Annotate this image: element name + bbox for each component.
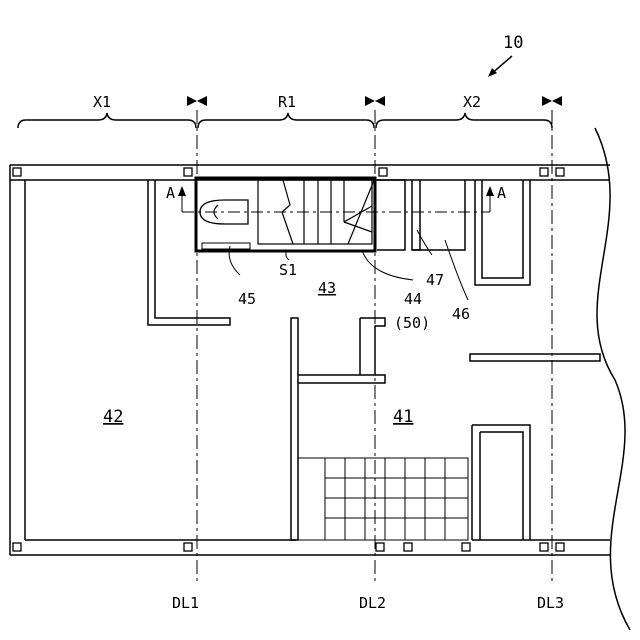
section-label-left: A — [166, 184, 175, 202]
callout-43: 43 — [318, 279, 336, 297]
callout-46: 46 — [452, 305, 470, 323]
zone-label-x1: X1 — [93, 93, 111, 111]
datum-label-dl2: DL2 — [359, 594, 386, 612]
figure-ref-arrow — [488, 56, 512, 77]
datum-marker-dl1 — [187, 96, 207, 106]
callout-44: 44 — [404, 290, 422, 308]
zone-label-x2: X2 — [463, 93, 481, 111]
callout-47: 47 — [426, 271, 444, 289]
outer-walls — [10, 165, 610, 555]
zone-label-r1: R1 — [278, 93, 296, 111]
datum-label-dl1: DL1 — [172, 594, 199, 612]
datum-marker-dl3 — [542, 96, 562, 106]
leader-lines — [229, 230, 468, 300]
figure-ref-label: 10 — [503, 33, 523, 53]
callout-41: 41 — [393, 407, 413, 427]
callout-45: 45 — [238, 290, 256, 308]
callout-42: 42 — [103, 407, 123, 427]
tiled-floor — [298, 458, 468, 540]
callout-s1: S1 — [279, 261, 297, 279]
section-label-right: A — [497, 184, 506, 202]
brace-x1 — [18, 113, 196, 128]
callout-50: (50) — [394, 314, 430, 332]
datum-label-dl3: DL3 — [537, 594, 564, 612]
stair-module-s1 — [196, 178, 375, 251]
datum-marker-dl2 — [365, 96, 385, 106]
brace-r1 — [198, 113, 374, 128]
brace-x2 — [376, 113, 552, 128]
section-line-a — [178, 186, 494, 212]
